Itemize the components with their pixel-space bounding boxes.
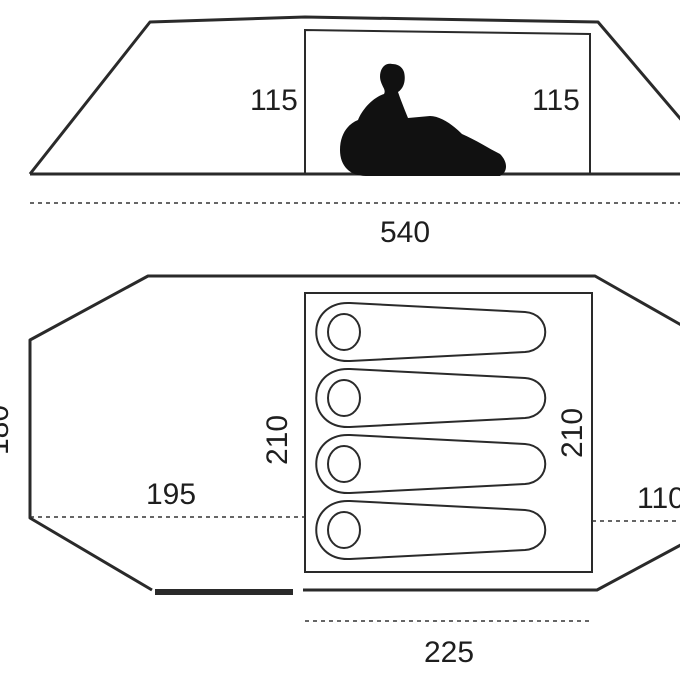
sleeping-bag bbox=[315, 433, 547, 495]
sleeping-bag-head bbox=[327, 379, 361, 417]
total-width-label: 180 bbox=[0, 405, 15, 455]
total-length-label: 540 bbox=[380, 216, 430, 249]
floor-outline bbox=[28, 274, 680, 592]
sleeping-bag-head bbox=[327, 445, 361, 483]
sleeping-bags bbox=[315, 301, 547, 561]
side-height-right-label: 115 bbox=[532, 84, 580, 117]
floor-outline-right bbox=[303, 543, 680, 592]
sleeping-bag-head bbox=[327, 511, 361, 549]
side-view: 115 115 540 bbox=[28, 15, 680, 249]
vestibule-right-label: 110 bbox=[637, 482, 680, 515]
side-height-left-label: 115 bbox=[250, 84, 298, 117]
inner-tent-floor bbox=[304, 292, 593, 573]
inner-tent-side bbox=[304, 28, 591, 174]
inner-length-label: 225 bbox=[424, 636, 474, 669]
sleeping-bag bbox=[315, 301, 547, 363]
sleeping-bag-head bbox=[327, 313, 361, 351]
inner-width-right-label: 210 bbox=[556, 408, 589, 458]
sleeping-bag bbox=[315, 367, 547, 429]
floor-plan: 180 195 110 210 210 225 bbox=[0, 274, 680, 669]
seated-person-silhouette bbox=[340, 63, 506, 176]
vestibule-left-label: 195 bbox=[146, 478, 196, 511]
sleeping-bag bbox=[315, 499, 547, 561]
inner-width-left-label: 210 bbox=[261, 415, 294, 465]
